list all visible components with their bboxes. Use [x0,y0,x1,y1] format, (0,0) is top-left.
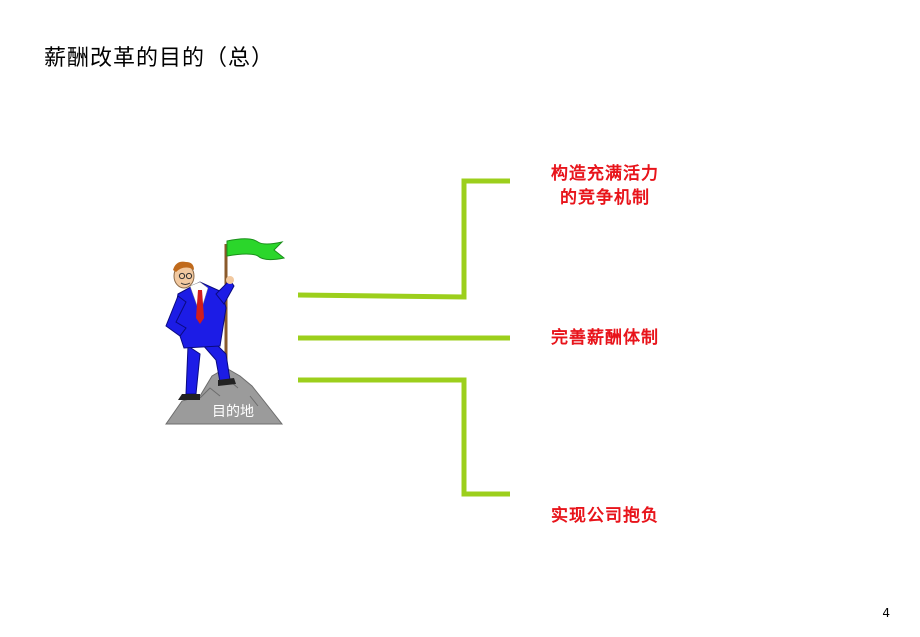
outcome-line: 构造充满活力 [551,164,659,184]
climber-with-flag-illustration [165,238,286,425]
outcome-line: 实现公司抱负 [551,506,659,526]
flag-icon [226,238,286,261]
connector-bottom [298,377,510,497]
destination-label: 目的地 [212,404,254,420]
page-number: 4 [882,606,890,620]
connector-top [297,178,510,300]
outcome-line: 的竞争机制 [560,188,650,208]
outcome-company-ambition: 实现公司抱负 [530,504,680,528]
page-title: 薪酬改革的目的（总） [44,46,275,71]
outcome-salary-system: 完善薪酬体制 [530,326,680,350]
outcome-competition-mechanism: 构造充满活力 的竞争机制 [530,162,680,210]
outcome-line: 完善薪酬体制 [551,328,659,348]
